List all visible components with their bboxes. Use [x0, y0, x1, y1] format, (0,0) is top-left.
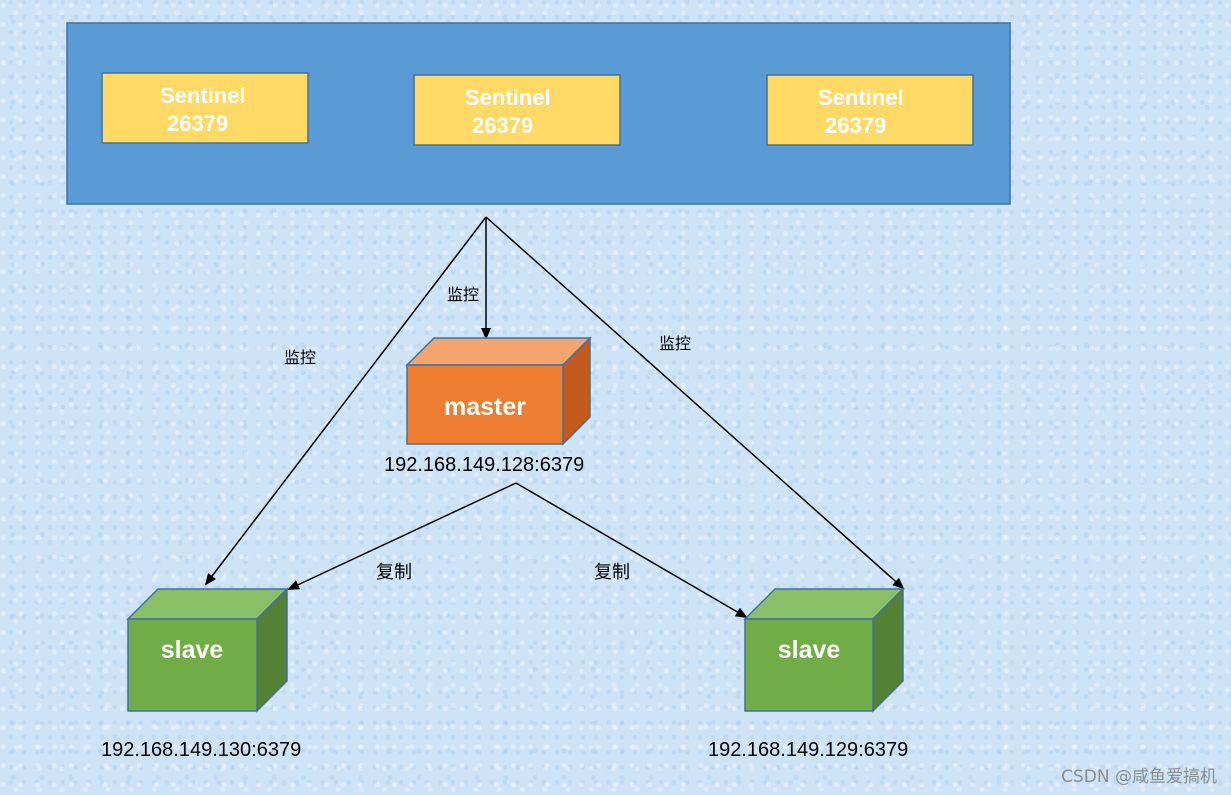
monitor-label-left: 监控	[284, 348, 316, 367]
replicate-label-left: 复制	[376, 562, 412, 583]
monitor-label-master: 监控	[447, 285, 479, 304]
monitor-arrow-slave-right	[485, 216, 905, 590]
sentinel-2-port: 26379	[472, 113, 533, 138]
sentinel-1-title: Sentinel	[160, 83, 246, 108]
master-label: master	[444, 393, 526, 421]
replicate-arrow-left	[287, 482, 517, 590]
sentinel-3-title: Sentinel	[818, 85, 904, 110]
monitor-label-right: 监控	[659, 334, 691, 353]
sentinel-3-port: 26379	[825, 113, 886, 138]
slave-right-label: slave	[778, 636, 841, 664]
slave-left-label: slave	[161, 636, 224, 664]
slave-node-left: slave	[126, 587, 289, 713]
monitor-arrow-slave-left	[204, 216, 487, 586]
replicate-arrow-right	[515, 482, 748, 619]
slave-node-right: slave	[743, 587, 905, 713]
replicate-label-right: 复制	[594, 562, 630, 583]
master-node: master	[405, 336, 592, 446]
sentinel-1-port: 26379	[167, 111, 228, 136]
sentinel-node-2: Sentinel 26379	[413, 74, 621, 146]
slave-left-address: 192.168.149.130:6379	[101, 739, 301, 761]
slave-right-address: 192.168.149.129:6379	[708, 739, 908, 761]
sentinel-node-3: Sentinel 26379	[766, 74, 974, 146]
sentinel-2-title: Sentinel	[465, 85, 551, 110]
watermark: CSDN @咸鱼爱搞机	[1061, 767, 1217, 787]
sentinel-node-1: Sentinel 26379	[101, 72, 309, 144]
master-address: 192.168.149.128:6379	[384, 454, 584, 476]
